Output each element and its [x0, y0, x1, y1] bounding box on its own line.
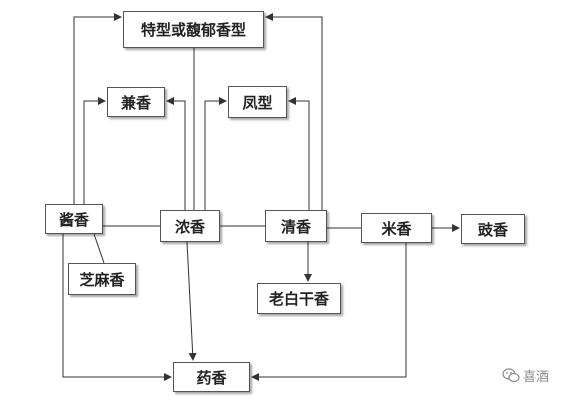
- edge-nongxiang-yaoxiang: [186, 241, 197, 361]
- edge-mixiang-yaoxiang: [251, 243, 407, 381]
- node-zhimaxiang: 芝麻香: [68, 263, 136, 295]
- watermark: 喜酒: [502, 366, 549, 385]
- edge-qingxiang-top: [265, 13, 323, 210]
- watermark-text: 喜酒: [523, 370, 550, 385]
- node-fengxing: 凤型: [228, 86, 287, 118]
- edge-qingxiang-fengxing: [288, 97, 310, 210]
- edge-jiangxiang-jianxiang: [83, 97, 106, 204]
- edge-jiangxiang-top: [73, 13, 122, 204]
- edge-nongxiang-jianxiang: [166, 97, 186, 210]
- node-laobaigan: 老白干香: [257, 283, 341, 314]
- node-chixiang: 豉香: [461, 214, 525, 244]
- node-special-aroma: 特型或馥郁香型: [123, 11, 264, 48]
- node-jianxiang: 兼香: [107, 87, 165, 117]
- node-nongxiang: 浓香: [160, 210, 220, 242]
- edge-nongxiang-fengxing: [204, 97, 227, 210]
- wechat-icon: [502, 368, 520, 383]
- node-jiangxiang: 酱香: [45, 204, 103, 234]
- node-mixiang: 米香: [361, 213, 432, 243]
- edge-jiangxiang-zhima: [93, 233, 105, 264]
- edge-jiangxiang-yaoxiang: [62, 234, 172, 381]
- node-yaoxiang: 药香: [173, 362, 250, 392]
- node-qingxiang: 清香: [265, 210, 327, 242]
